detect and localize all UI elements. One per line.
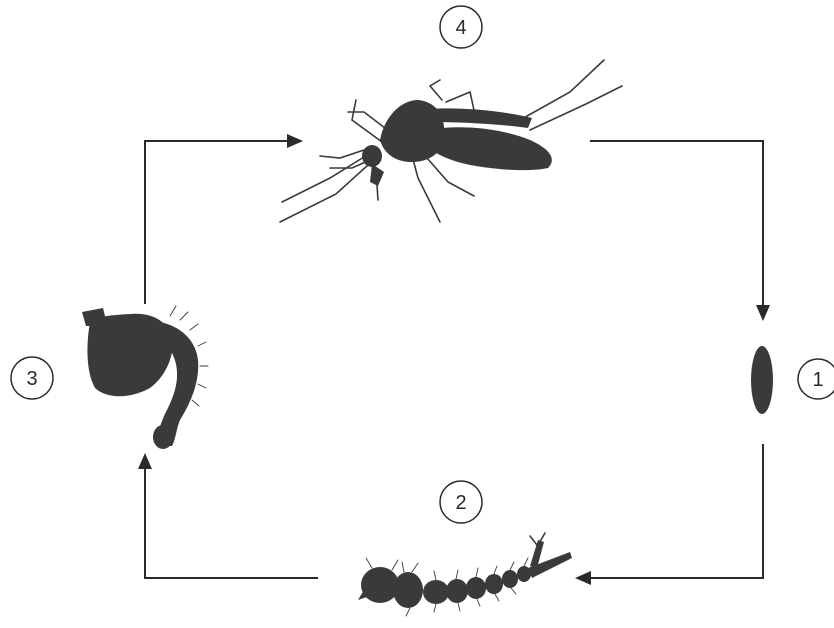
larva-icon <box>358 533 572 616</box>
egg-icon <box>751 346 773 414</box>
arrow-larva-to-pupa <box>145 468 318 578</box>
arrowhead-larva-to-pupa <box>138 453 152 469</box>
arrowhead-egg-to-larva <box>575 571 591 585</box>
pupa-icon <box>82 306 208 449</box>
arrowhead-adult-to-egg <box>756 305 770 321</box>
arrow-pupa-to-adult <box>145 141 288 304</box>
stage-number-4: 4 <box>440 6 482 48</box>
stage-number-3-text: 3 <box>26 368 37 390</box>
arrow-adult-to-egg <box>590 141 763 306</box>
adult-mosquito-icon <box>280 60 622 222</box>
stage-number-1-text: 1 <box>812 369 823 391</box>
arrowhead-pupa-to-adult <box>287 134 303 148</box>
stage-number-4-text: 4 <box>455 17 466 39</box>
stage-number-2: 2 <box>440 481 482 523</box>
arrow-egg-to-larva <box>590 444 763 578</box>
stage-number-1: 1 <box>798 359 834 399</box>
stage-number-2-text: 2 <box>455 492 466 514</box>
stage-number-3: 3 <box>11 357 53 399</box>
